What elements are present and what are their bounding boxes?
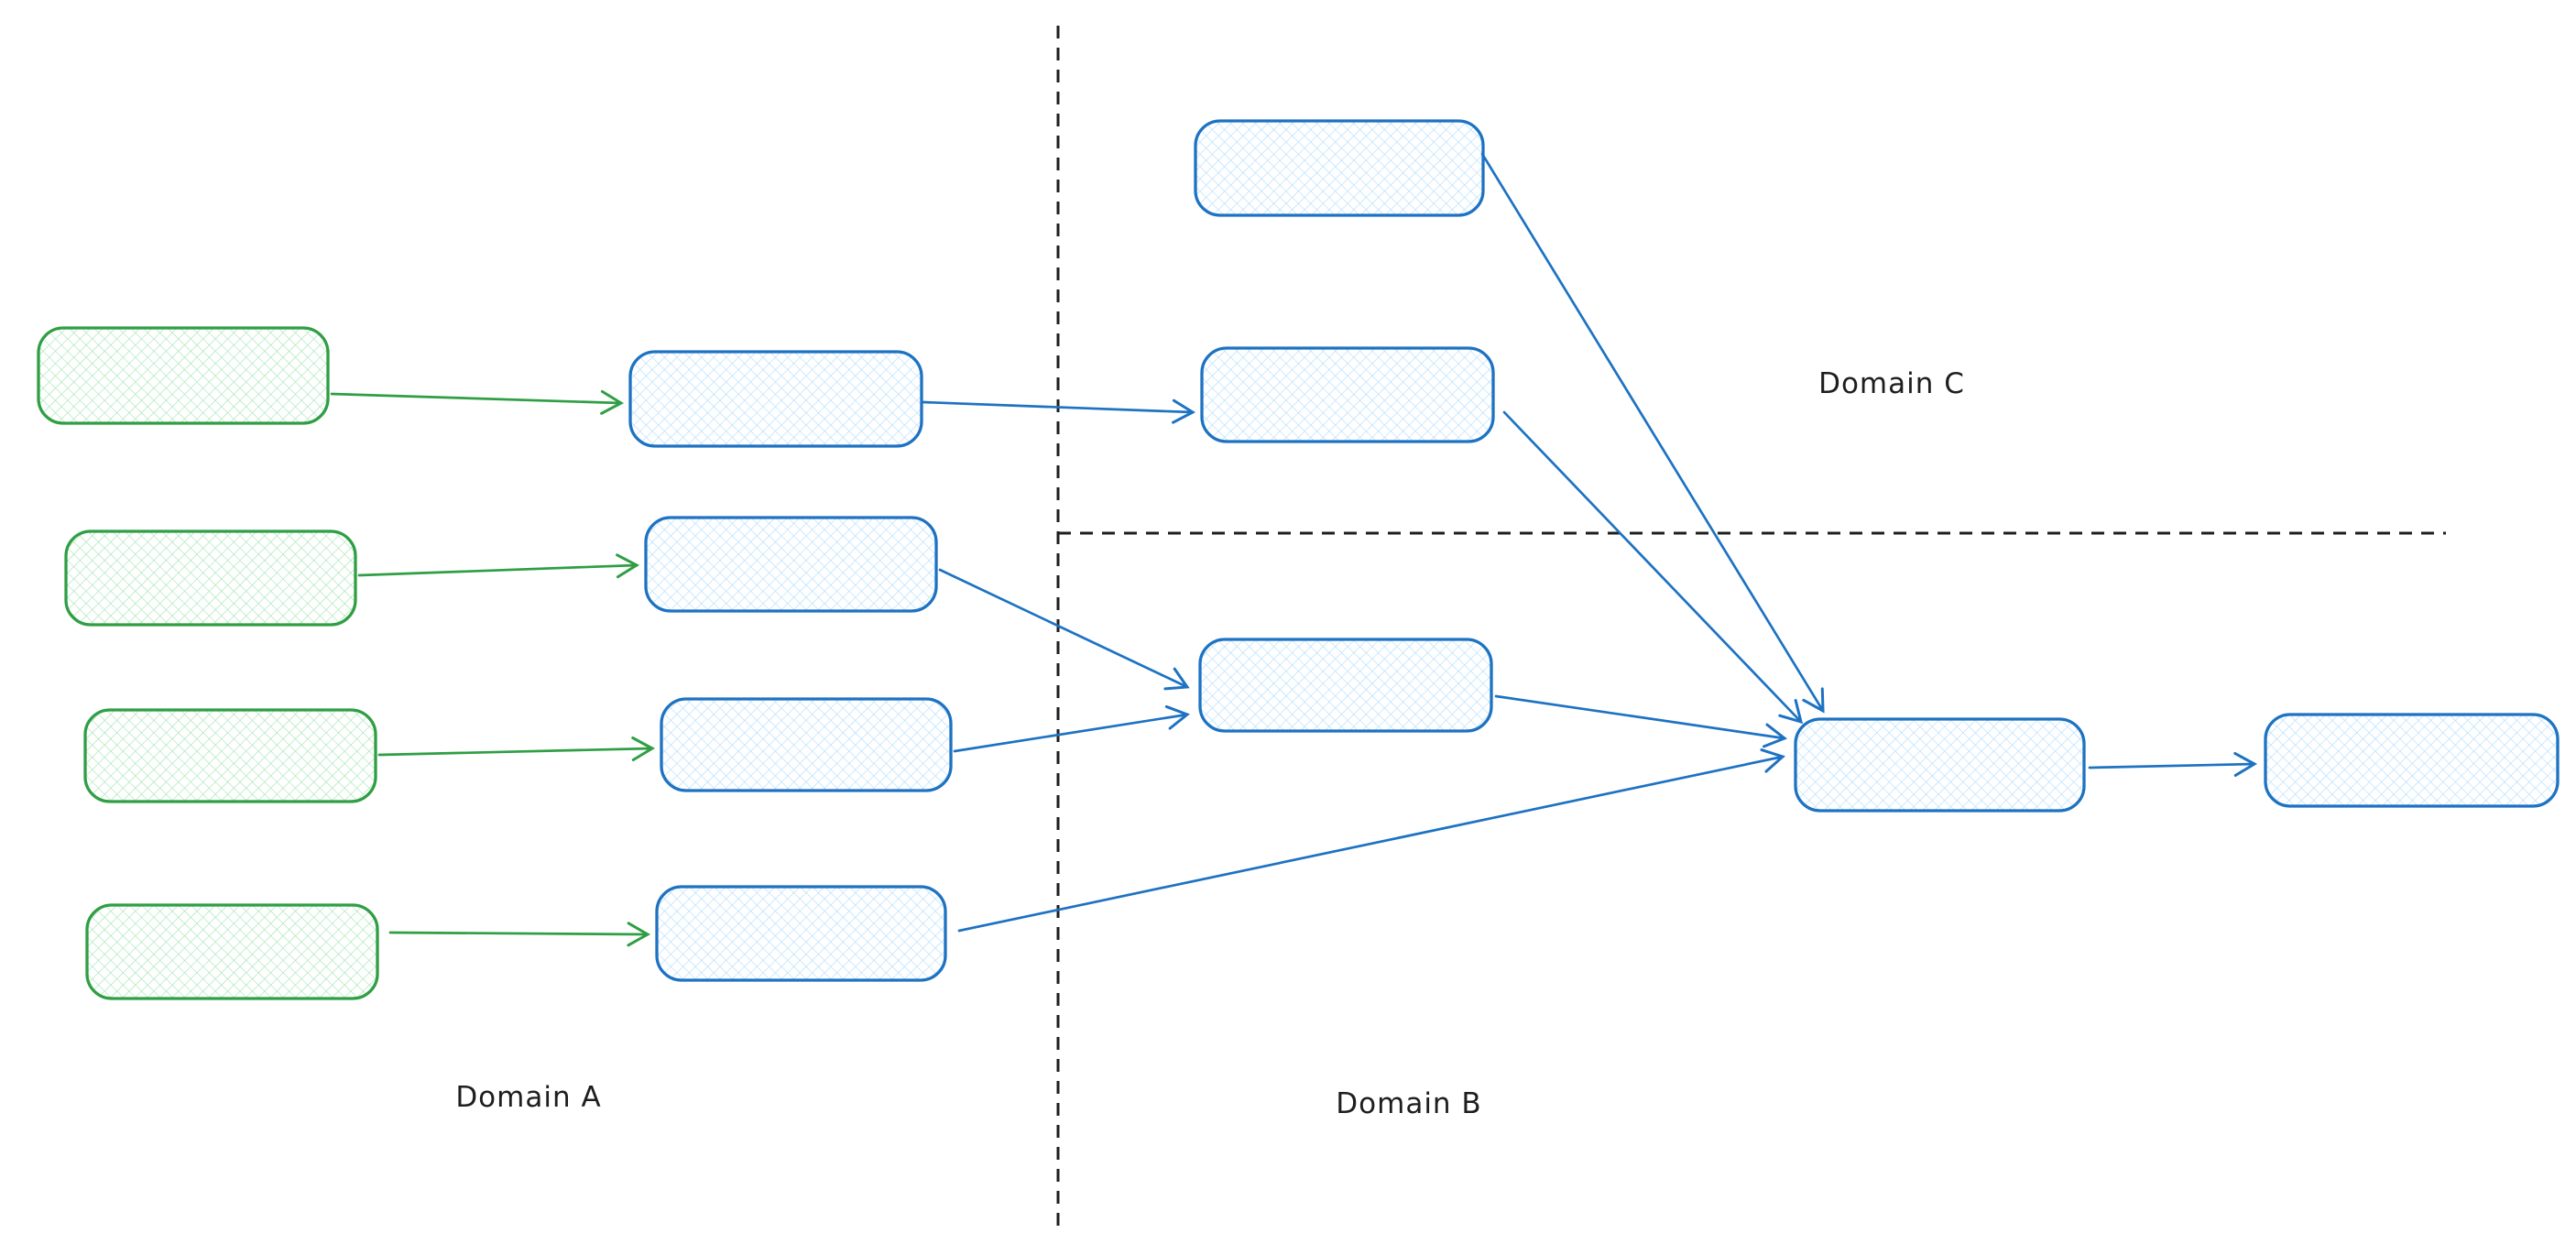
node-blue-stage-1: [628, 350, 923, 448]
domain-dividers: [1056, 26, 2446, 1235]
node-blue-stage-2: [644, 516, 938, 613]
diagram-edges: [330, 152, 2258, 947]
node-green-source-2: [64, 529, 357, 627]
edge-stage2-to-bmiddle: [938, 568, 1190, 691]
edge-bmiddle-to-hub: [1494, 694, 1787, 748]
node-blue-stage-3: [660, 697, 953, 792]
node-green-source-4: [85, 903, 379, 1000]
domain-c-label: Domain C: [1818, 367, 1965, 400]
edge-hub-to-final: [2088, 751, 2258, 777]
node-blue-b-top: [1194, 119, 1485, 217]
edge-g1-to-stage1: [330, 389, 625, 415]
node-green-source-3: [83, 708, 377, 803]
node-blue-b-upper: [1200, 346, 1495, 443]
edge-g2-to-stage2: [357, 553, 640, 579]
edge-bupper-to-hub: [1502, 410, 1804, 725]
edge-g3-to-stage3: [377, 736, 656, 761]
node-blue-hub: [1794, 717, 2086, 813]
domain-a-label: Domain A: [455, 1081, 601, 1114]
node-blue-b-middle: [1198, 638, 1493, 733]
node-green-source-1: [37, 326, 330, 425]
domain-b-label: Domain B: [1336, 1087, 1481, 1120]
edge-stage4-to-hub: [957, 748, 1785, 933]
node-blue-stage-4: [655, 885, 947, 982]
edge-btop-to-hub: [1480, 152, 1825, 714]
edge-g4-to-stage4: [388, 922, 651, 947]
edge-stage3-to-bmiddle: [953, 704, 1190, 753]
node-blue-final: [2264, 713, 2560, 808]
diagram-nodes: [37, 119, 2560, 1000]
edge-stage1-to-bupper: [922, 398, 1196, 424]
